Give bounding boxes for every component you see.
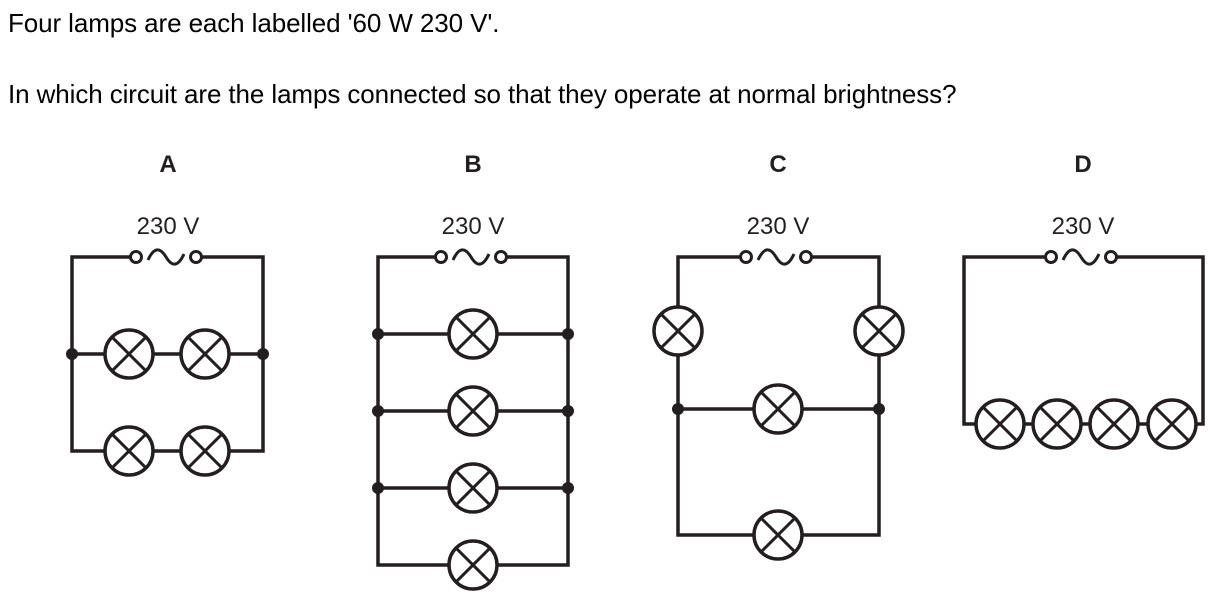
lamp-icon <box>179 328 231 380</box>
junction-dot <box>562 405 574 417</box>
question-line-1: Four lamps are each labelled '60 W 230 V… <box>8 8 500 38</box>
ac-supply-icon <box>434 248 508 266</box>
circuit-c-label: C <box>769 151 786 178</box>
lamp-icon <box>1146 398 1198 450</box>
circuit-b-voltage: 230 V <box>442 213 505 240</box>
lamp-icon <box>447 539 499 591</box>
wire <box>809 255 881 309</box>
lamp-icon <box>974 398 1026 450</box>
circuit-d-voltage: 230 V <box>1052 213 1115 240</box>
wire <box>676 255 742 309</box>
junction-dot <box>562 482 574 494</box>
lamp-icon <box>1088 398 1140 450</box>
wire <box>676 353 756 537</box>
circuit-d <box>962 248 1205 450</box>
lamp-icon <box>179 425 231 477</box>
lamp-icon <box>103 425 155 477</box>
lamp-icon <box>1031 398 1083 450</box>
circuit-a <box>66 248 269 477</box>
junction-dot <box>873 403 885 415</box>
junction-dot <box>372 328 384 340</box>
lamp-icon <box>447 308 499 360</box>
circuit-b <box>372 248 574 591</box>
lamp-icon <box>853 305 905 357</box>
lamp-icon <box>447 385 499 437</box>
circuit-b-label: B <box>464 151 481 178</box>
wire <box>962 255 1047 426</box>
question-line-2: In which circuit are the lamps connected… <box>8 79 957 109</box>
ac-supply-icon <box>129 248 203 266</box>
junction-dot <box>372 405 384 417</box>
lamp-icon <box>752 383 804 435</box>
circuit-d-label: D <box>1074 151 1091 178</box>
ac-supply-icon <box>1044 248 1118 266</box>
junction-dot <box>562 328 574 340</box>
circuit-c-voltage: 230 V <box>747 213 810 240</box>
junction-dot <box>372 482 384 494</box>
ac-supply-icon <box>739 248 813 266</box>
junction-dot <box>66 348 78 360</box>
wire <box>1114 255 1205 426</box>
lamp-icon <box>447 462 499 514</box>
lamp-icon <box>103 328 155 380</box>
circuit-a-voltage: 230 V <box>137 213 200 240</box>
circuit-a-label: A <box>159 151 176 178</box>
lamp-icon <box>652 305 704 357</box>
circuit-c <box>652 248 905 561</box>
wire <box>800 353 881 537</box>
junction-dot <box>672 403 684 415</box>
lamp-icon <box>752 509 804 561</box>
junction-dot <box>257 348 269 360</box>
